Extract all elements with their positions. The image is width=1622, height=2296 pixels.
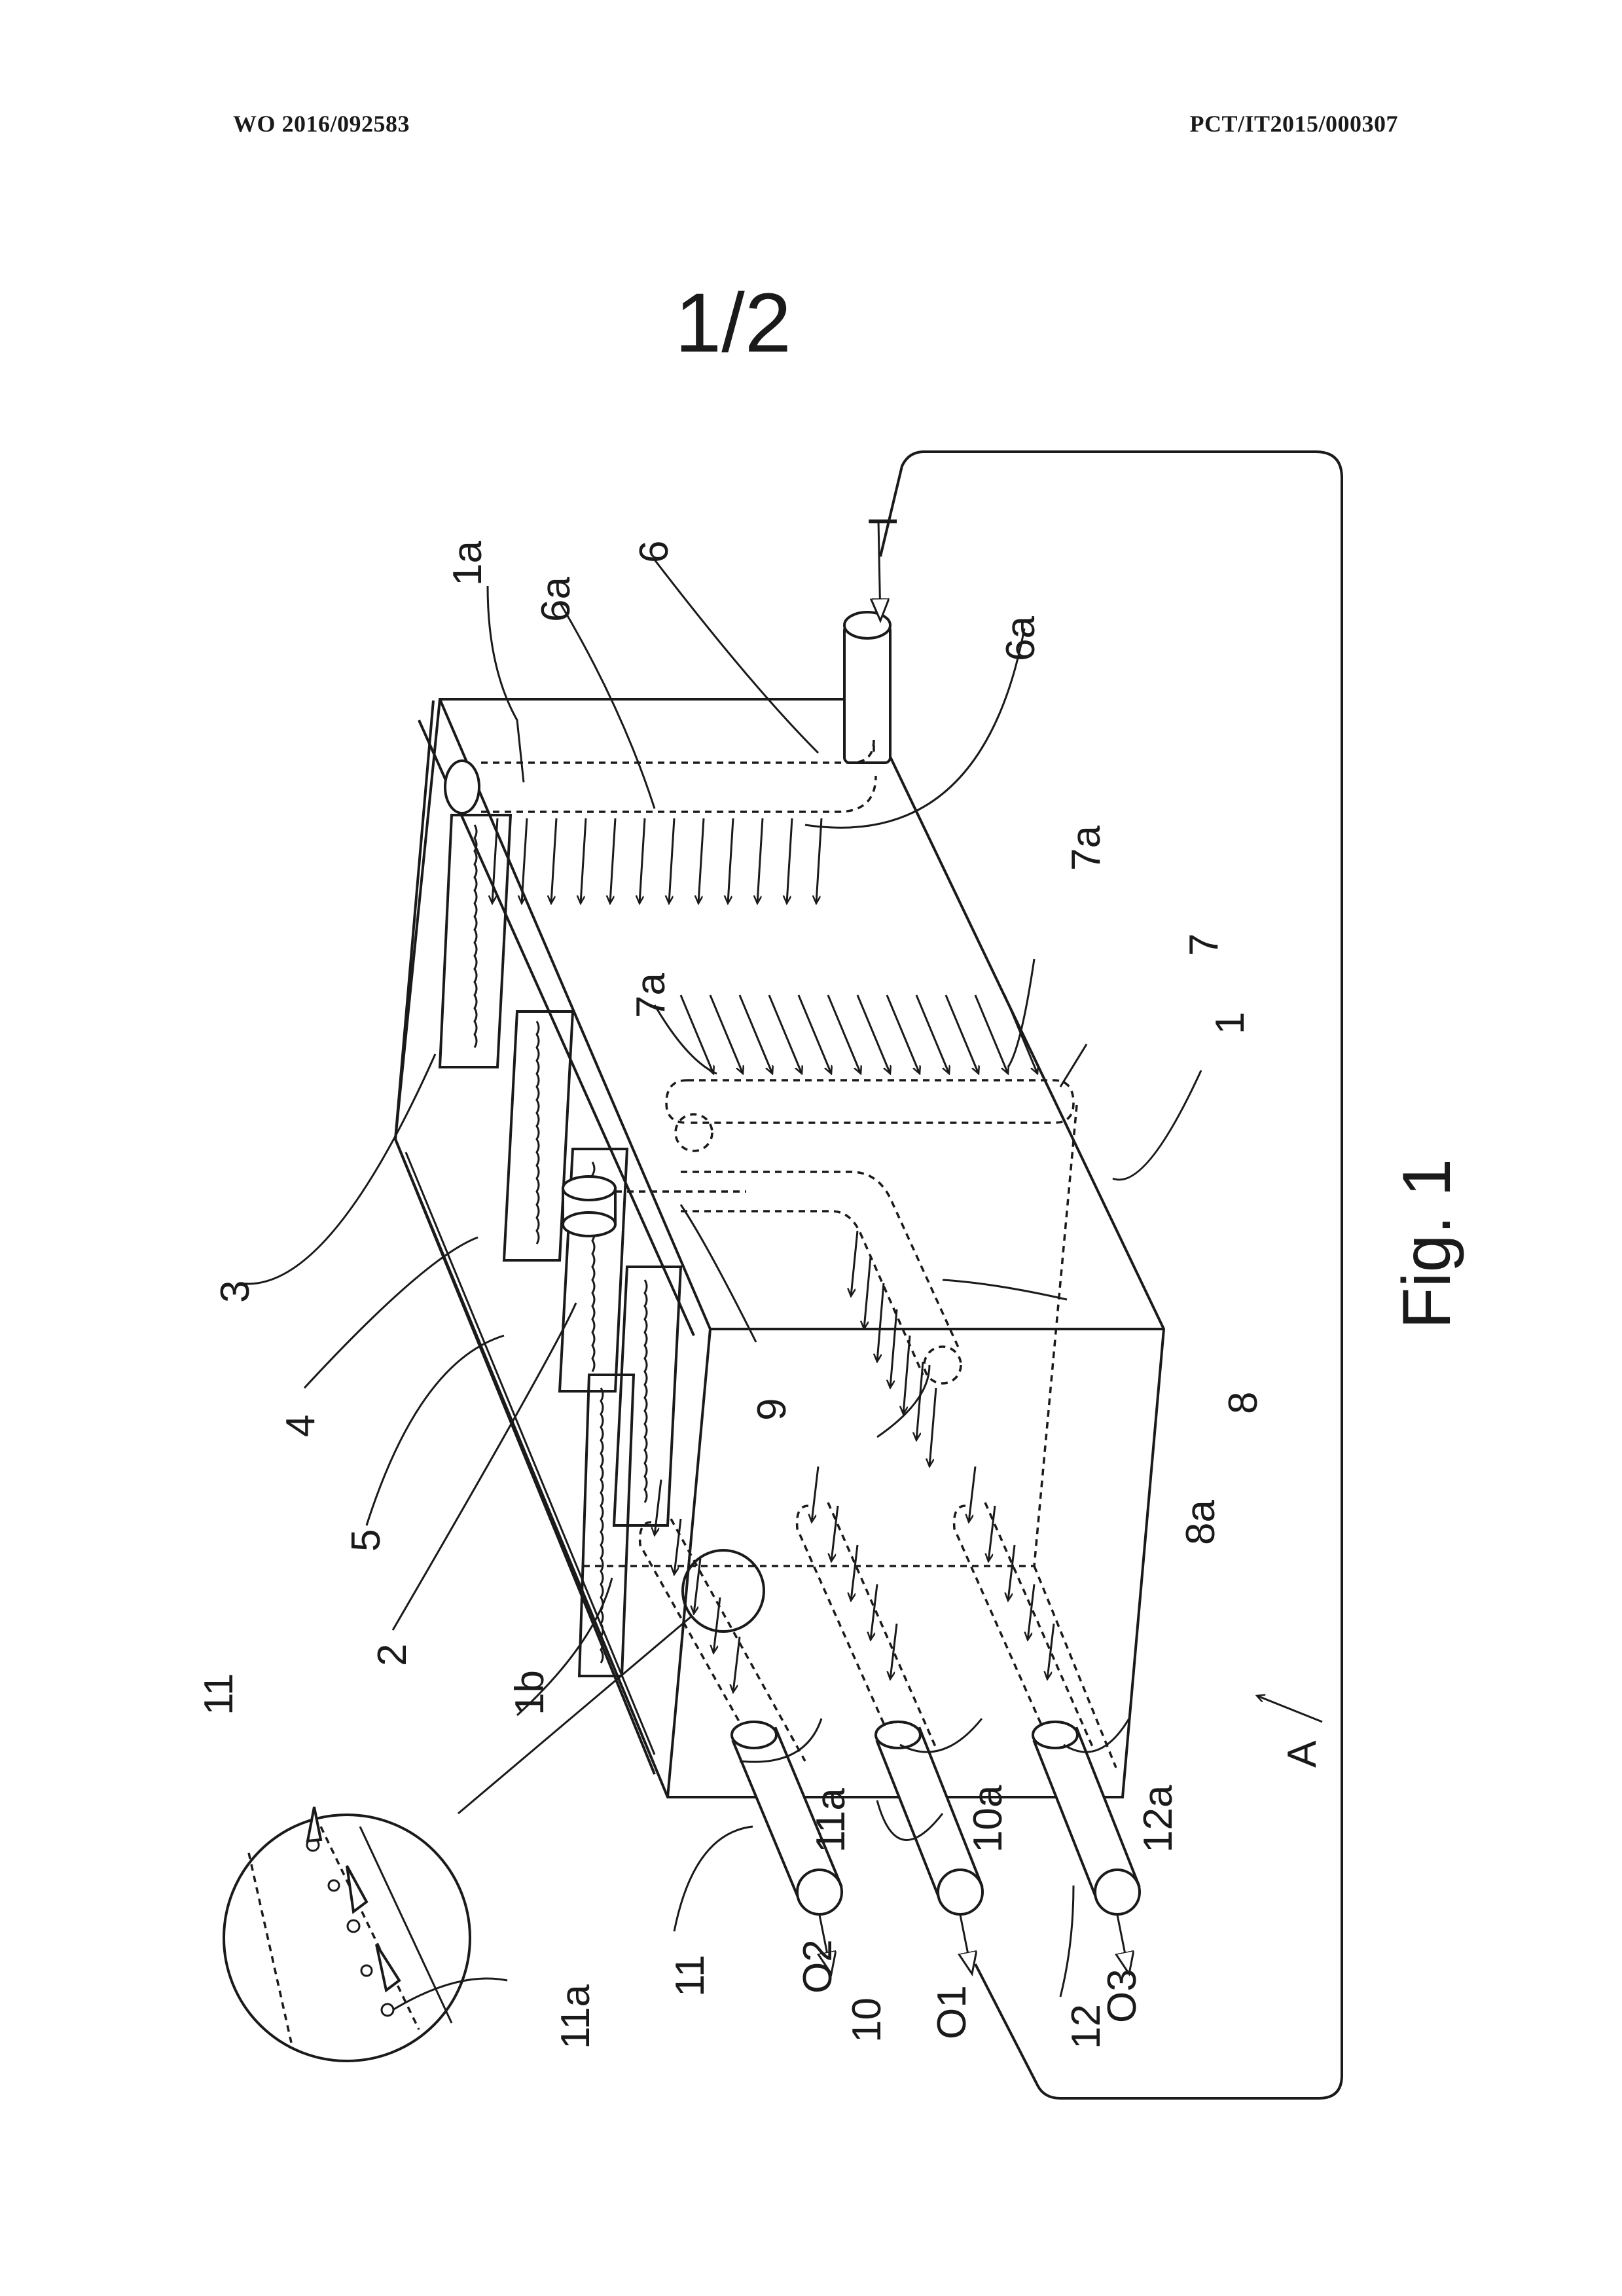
application-number: PCT/IT2015/000307: [1189, 111, 1398, 137]
label-A: A: [1280, 1740, 1325, 1768]
figure-caption: Fig. 1: [1389, 1159, 1465, 1329]
spray-arrows-6a: [492, 818, 823, 903]
label-11a-detail: 11a: [553, 1984, 598, 2049]
pipe-7: [665, 1079, 1075, 1152]
label-8: 8: [1221, 1392, 1266, 1414]
label-12: 12: [1064, 2004, 1109, 2049]
label-O2: O2: [795, 1939, 840, 1994]
label-2: 2: [370, 1644, 415, 1666]
outlet-pipe-12: [952, 1502, 1141, 1916]
outlet-flow-arrows: [820, 520, 1129, 1974]
publication-number: WO 2016/092583: [233, 111, 410, 137]
inlet-pipe-6: [444, 611, 892, 814]
label-3: 3: [213, 1281, 258, 1303]
leader-lines: [238, 559, 1202, 2011]
label-I: I: [861, 516, 906, 527]
label-1a: 1a: [445, 541, 490, 586]
label-1: 1: [1208, 1012, 1253, 1034]
label-9: 9: [749, 1398, 795, 1421]
label-6a-right: 6a: [998, 616, 1043, 661]
spray-arrows-outlets: [655, 1466, 1055, 1692]
label-4: 4: [278, 1415, 323, 1437]
label-8a: 8a: [1178, 1500, 1223, 1545]
label-11: 11: [668, 1955, 713, 1997]
label-5: 5: [344, 1529, 389, 1552]
label-7: 7: [1181, 934, 1227, 956]
pipe-9: [562, 1175, 746, 1237]
flow-loop-line: [879, 450, 1343, 2100]
label-12a: 12a: [1136, 1785, 1181, 1853]
label-11a: 11a: [808, 1788, 854, 1853]
label-7a-right: 7a: [1064, 826, 1109, 871]
label-O3: O3: [1100, 1969, 1145, 2023]
detail-view-11: [223, 1549, 765, 2062]
sheet-number: 1/2: [675, 276, 791, 370]
label-7a-left: 7a: [628, 973, 674, 1018]
pipe-8: [681, 1171, 962, 1385]
label-6a-left: 6a: [533, 577, 579, 622]
outlet-pipe-10: [795, 1502, 984, 1916]
label-1b: 1b: [507, 1670, 552, 1715]
spray-arrows-7a: [679, 994, 1037, 1074]
label-O1: O1: [929, 1985, 975, 2039]
label-6: 6: [632, 541, 677, 563]
view-direction-arrow: [1257, 1696, 1323, 1723]
spray-arrows-8: [851, 1230, 937, 1467]
label-10a: 10a: [965, 1785, 1011, 1853]
label-11-detail: 11: [196, 1673, 242, 1715]
tank-body: [393, 698, 1166, 1798]
internal-shelves: [438, 814, 683, 1677]
outlet-pipe-11: [638, 1518, 843, 1916]
reference-labels: 1 1a 1b 2 3 4 5 6 6a 6a 7 7a 7a 8 8a 9 1…: [196, 516, 1465, 2049]
label-10: 10: [844, 1997, 890, 2043]
